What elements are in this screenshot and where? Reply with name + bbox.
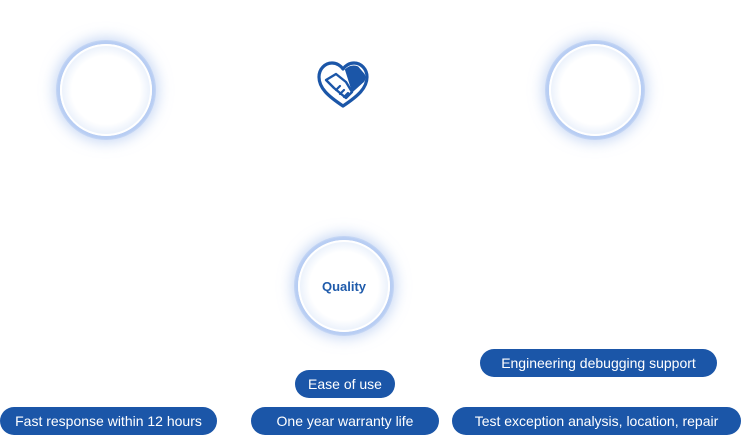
- quality-circle: Quality: [294, 236, 394, 336]
- tag-warranty: One year warranty life: [251, 407, 439, 435]
- tag-engineering-support: Engineering debugging support: [480, 349, 717, 377]
- handshake-heart-icon: [316, 60, 370, 110]
- circle-left: [56, 40, 156, 140]
- circle-right: [545, 40, 645, 140]
- tag-fast-response: Fast response within 12 hours: [0, 407, 217, 435]
- tag-ease-of-use: Ease of use: [295, 370, 395, 398]
- tag-test-exception: Test exception analysis, location, repai…: [452, 407, 741, 435]
- quality-label: Quality: [321, 278, 367, 294]
